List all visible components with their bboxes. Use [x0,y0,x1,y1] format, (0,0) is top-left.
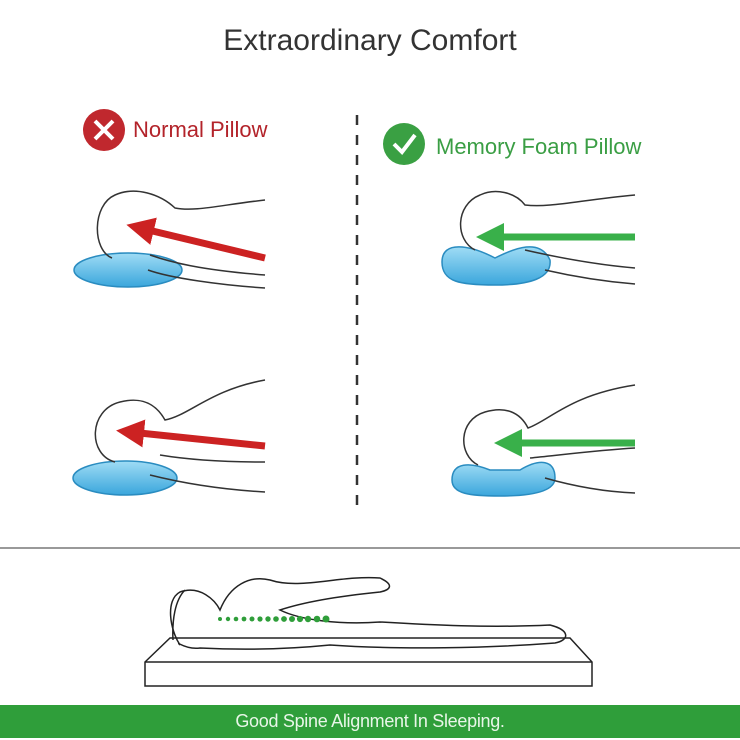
normal-pillow-back-illustration [73,190,266,289]
normal-pillow-side-illustration [72,379,266,496]
footer-banner: Good Spine Alignment In Sleeping. [0,705,740,738]
spine-dots [218,615,330,623]
bad-alignment-arrow [116,419,266,450]
x-circle-icon [83,109,125,151]
pillow [72,460,178,496]
bad-alignment-arrow [126,217,266,262]
memory-foam-side-illustration [451,384,636,497]
memory-foam-pillow-label: Memory Foam Pillow [436,134,642,159]
normal-pillow-label: Normal Pillow [133,117,268,142]
sleeping-figure [169,576,567,650]
pillow [73,252,183,288]
memory-foam-pillow [451,461,556,497]
side-sleeping-illustration [144,576,593,687]
memory-foam-back-illustration [441,190,636,286]
page-title: Extraordinary Comfort [223,24,517,57]
check-circle-icon [383,123,425,165]
